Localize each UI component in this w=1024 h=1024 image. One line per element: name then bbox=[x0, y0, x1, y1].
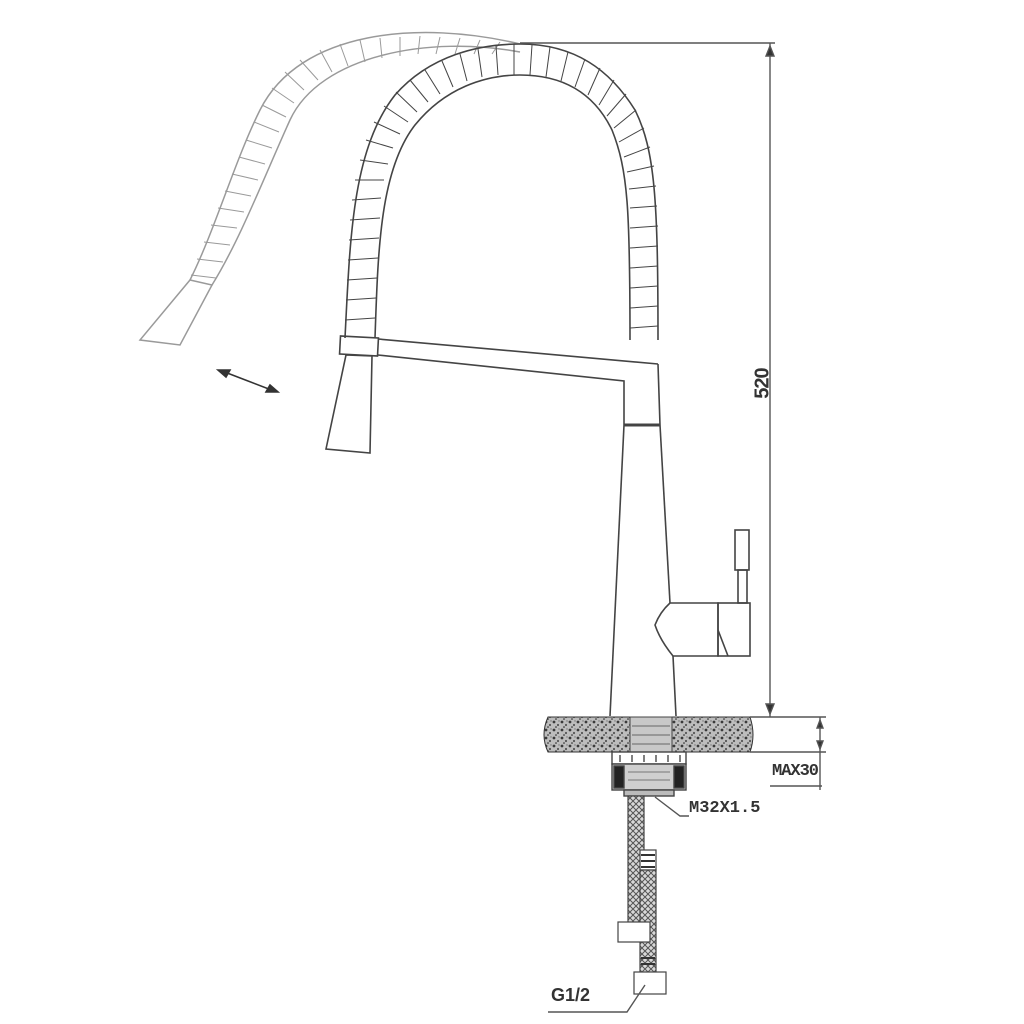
mount-thread-label: M32X1.5 bbox=[689, 799, 761, 818]
countertop bbox=[543, 716, 754, 753]
pull-out-arrow-icon bbox=[215, 369, 281, 393]
mounting-nut bbox=[611, 751, 687, 797]
main-hose bbox=[344, 43, 659, 341]
faucet-body bbox=[325, 335, 751, 717]
inlet-thread-label: G1/2 bbox=[551, 985, 591, 1005]
dimension-lines bbox=[520, 42, 826, 1013]
deck-thickness-label: MAX30 bbox=[772, 762, 819, 781]
ghost-hose-position bbox=[138, 31, 521, 346]
height-dimension-label: 520 bbox=[751, 368, 774, 399]
supply-hoses bbox=[617, 795, 667, 995]
